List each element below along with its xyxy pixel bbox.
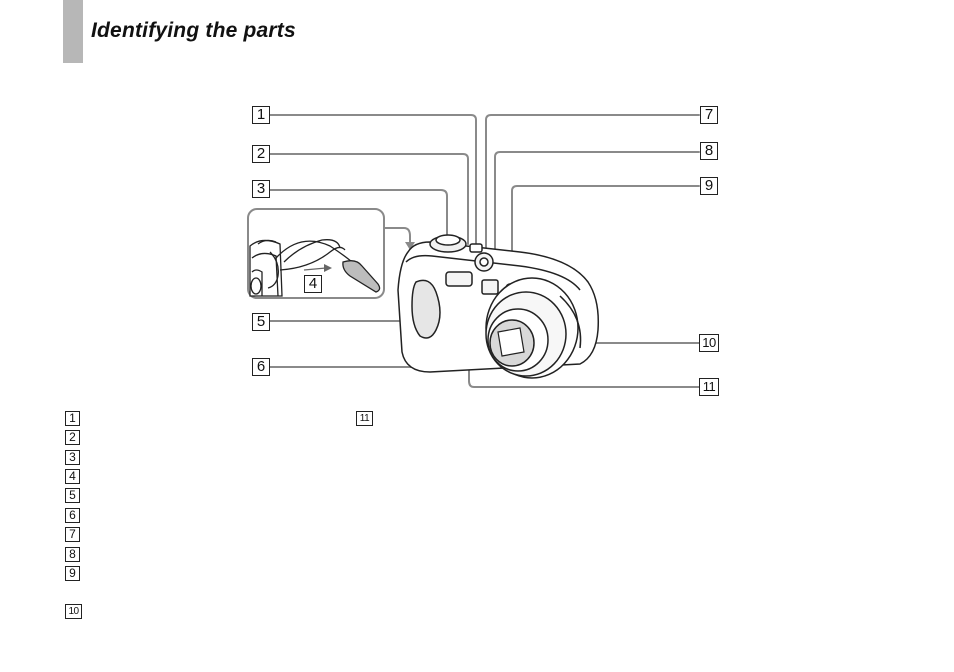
callout-2: 2	[252, 145, 270, 163]
callout-11: 11	[699, 378, 719, 396]
leader-line-7	[485, 114, 700, 258]
legend-item-10: 10	[65, 604, 82, 619]
callout-1: 1	[252, 106, 270, 124]
legend-item-11: 11	[356, 411, 373, 426]
camera-illustration	[397, 234, 600, 379]
strap-inset-illustration	[249, 239, 381, 297]
leader-line-9	[511, 185, 700, 283]
leader-line-11	[468, 361, 700, 388]
callout-6: 6	[252, 358, 270, 376]
legend-item-3: 3	[65, 450, 80, 465]
legend-item-8: 8	[65, 547, 80, 562]
legend-item-7: 7	[65, 527, 80, 542]
arrow-head-inset	[405, 242, 415, 250]
callout-9: 9	[700, 177, 718, 195]
leader-line-8	[494, 151, 700, 273]
leader-line-3	[269, 189, 448, 237]
callout-3: 3	[252, 180, 270, 198]
inset-frame	[247, 208, 385, 299]
legend-item-9: 9	[65, 566, 80, 581]
callout-5: 5	[252, 313, 270, 331]
legend-item-5: 5	[65, 488, 80, 503]
page-title: Identifying the parts	[91, 19, 296, 42]
leader-line-6	[269, 344, 417, 368]
legend-item-6: 6	[65, 508, 80, 523]
leader-line-1	[269, 114, 477, 256]
legend-item-2: 2	[65, 430, 80, 445]
legend-item-4: 4	[65, 469, 80, 484]
title-accent-bar	[63, 0, 83, 63]
leader-line-inset	[383, 227, 411, 245]
callout-7: 7	[700, 106, 718, 124]
leader-line-2	[269, 153, 469, 245]
callout-4: 4	[304, 275, 322, 293]
callout-10: 10	[699, 334, 719, 352]
callout-8: 8	[700, 142, 718, 160]
legend-item-1: 1	[65, 411, 80, 426]
